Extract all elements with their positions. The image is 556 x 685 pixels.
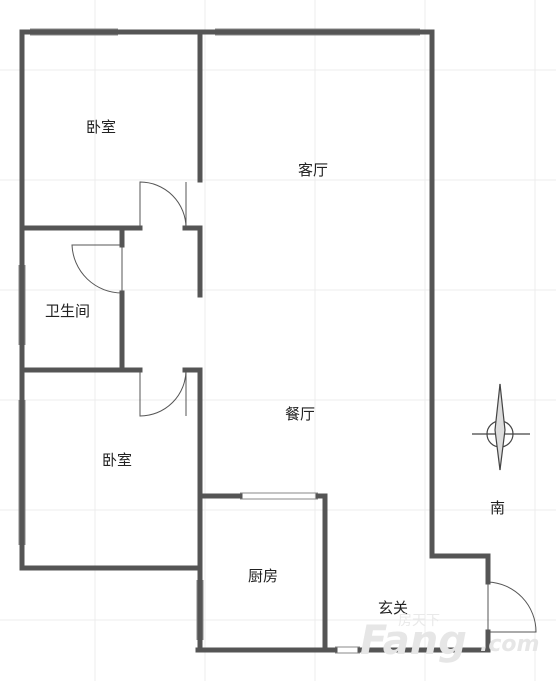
compass-icon — [472, 383, 530, 471]
watermark-brand-cn: 房天下 — [398, 613, 440, 629]
room-label-kitchen: 厨房 — [248, 567, 279, 585]
windows — [18, 28, 420, 654]
watermark-suffix: .com — [480, 632, 540, 657]
room-label-bedroom-bottom: 卧室 — [102, 451, 133, 469]
room-label-living-room: 客厅 — [298, 161, 329, 179]
room-label-entrance: 玄关 — [378, 599, 409, 617]
doors — [71, 181, 537, 633]
watermark-logo: 房天下 Fang .com — [358, 610, 548, 672]
room-label-bedroom-top: 卧室 — [86, 118, 117, 136]
room-label-dining-room: 餐厅 — [285, 405, 316, 423]
walls — [19, 29, 491, 653]
room-label-bathroom: 卫生间 — [45, 302, 91, 320]
compass-label: 南 — [490, 499, 506, 517]
watermark-brand-en: Fang — [360, 618, 467, 664]
